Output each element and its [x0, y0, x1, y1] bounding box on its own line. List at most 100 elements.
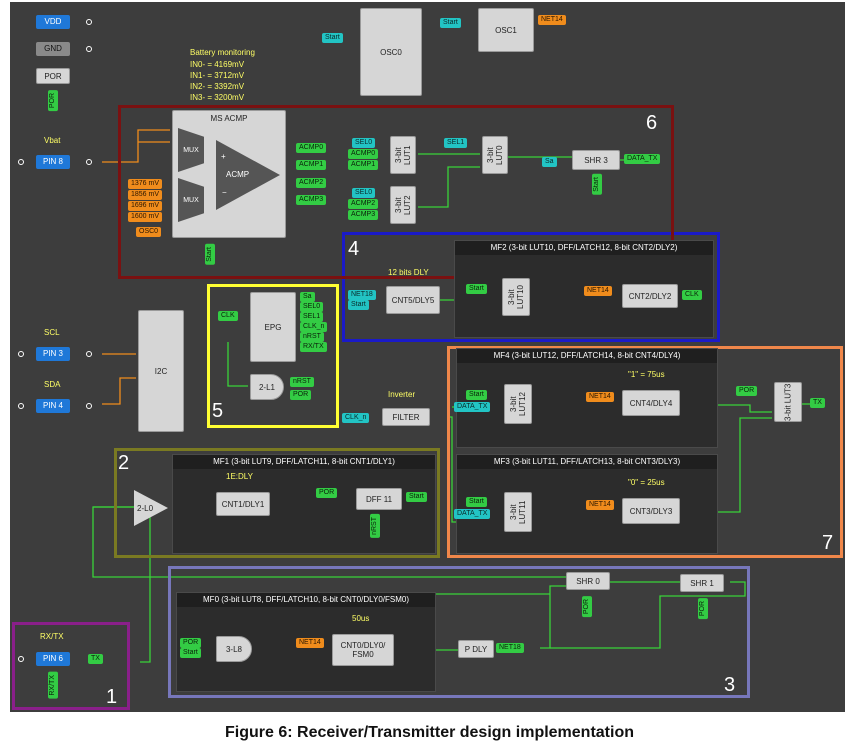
- l1-gate[interactable]: 2-L1: [250, 374, 284, 400]
- lut12-block[interactable]: 3-bit LUT12: [504, 384, 532, 424]
- pin6-rxtx: RX/TX: [48, 672, 58, 699]
- pin6-dot-left: [18, 656, 24, 662]
- wire-net18-shr: [540, 585, 566, 649]
- lut10-block[interactable]: 3-bit LUT10: [502, 278, 530, 316]
- battery-title: Battery monitoring: [190, 48, 255, 57]
- ref-1600: 1600 mV: [128, 212, 163, 222]
- lut1-block[interactable]: 3-bit LUT1: [390, 136, 416, 174]
- frame-6-number: 6: [646, 112, 658, 134]
- osc1-net14-tag: NET14: [538, 15, 566, 25]
- pin4-dot-right: [86, 403, 92, 409]
- lut3-por: POR: [736, 386, 758, 396]
- acmp-mux2-label: MUX: [183, 196, 199, 204]
- dff11-block[interactable]: DFF 11: [356, 488, 402, 510]
- shr0-por: POR: [582, 596, 592, 618]
- filter-block[interactable]: FILTER: [382, 408, 430, 426]
- figure-caption: Figure 6: Receiver/Transmitter design im…: [225, 724, 634, 741]
- frame-4-number: 4: [348, 238, 360, 260]
- ms-acmp-title: MS ACMP: [210, 114, 248, 123]
- mf0-start: Start: [180, 648, 201, 658]
- shr1-block[interactable]: SHR 1: [680, 574, 724, 592]
- pdly-block[interactable]: P DLY: [458, 640, 494, 658]
- mf1-nrst: nRST: [370, 514, 380, 538]
- lut3-block[interactable]: 3-bit LUT3: [774, 382, 802, 422]
- vdd-dot: [86, 19, 92, 25]
- osc0-block[interactable]: OSC0: [360, 8, 422, 96]
- design-canvas: 1 2 3 3 4 5 6 7 VDD GND POR POR Battery …: [10, 2, 845, 712]
- acmp-osc0-tag: OSC0: [136, 227, 162, 237]
- pin8-dot-left: [18, 159, 24, 165]
- pin3-dot-right: [86, 351, 92, 357]
- rxtx-title: RX/TX: [40, 632, 64, 641]
- mf4-title: MF4 (3-bit LUT12, DFF/LATCH14, 8-bit CNT…: [457, 349, 717, 363]
- cnt0-block[interactable]: CNT0/DLY0/ FSM0: [332, 634, 394, 666]
- osc0-start-tag: Start: [322, 33, 343, 43]
- acmp-mux1-label: MUX: [183, 146, 199, 154]
- l1-por: POR: [290, 390, 312, 400]
- wire-pin4-i2c: [102, 377, 136, 405]
- mf4-note: "1" = 75us: [628, 370, 665, 379]
- vbat-title: Vbat: [44, 136, 61, 145]
- pin8[interactable]: PIN 8: [36, 155, 70, 169]
- acmp-out2: ACMP2: [296, 178, 327, 188]
- cnt1-block[interactable]: CNT1/DLY1: [216, 492, 270, 516]
- lut2-block[interactable]: 3-bit LUT2: [390, 186, 416, 224]
- epg-rxtx: RX/TX: [300, 342, 327, 352]
- mf2-clk: CLK: [682, 290, 702, 300]
- ref-1696: 1696 mV: [128, 201, 163, 211]
- frame-5: [207, 284, 339, 428]
- shr0-block[interactable]: SHR 0: [566, 572, 610, 590]
- vdd-pin[interactable]: VDD: [36, 15, 70, 29]
- pin6[interactable]: PIN 6: [36, 652, 70, 666]
- epg-block[interactable]: EPG: [250, 292, 296, 362]
- frame-5-number: 5: [212, 400, 224, 422]
- shr3-start: Start: [592, 174, 602, 195]
- frame-3-number: 3: [724, 674, 736, 696]
- mf0-net18: NET18: [496, 643, 524, 653]
- wire-cnt4-lut3: [704, 404, 772, 413]
- i2c-block[interactable]: I2C: [138, 310, 184, 432]
- l1-nrst: nRST: [290, 377, 314, 387]
- acmp-plus: +: [221, 152, 226, 161]
- acmp-out3: ACMP3: [296, 195, 327, 205]
- cnt3-block[interactable]: CNT3/DLY3: [622, 498, 680, 524]
- pin3[interactable]: PIN 3: [36, 347, 70, 361]
- pin3-dot-left: [18, 351, 24, 357]
- cnt4-block[interactable]: CNT4/DLY4: [622, 390, 680, 416]
- lut11-block[interactable]: 3-bit LUT11: [504, 492, 532, 532]
- l8-gate[interactable]: 3-L8: [216, 636, 252, 662]
- lut2-sel0: SEL0: [352, 188, 376, 198]
- frame-3: [168, 566, 750, 698]
- filter-clkn: CLK_n: [342, 413, 370, 423]
- gnd-pin[interactable]: GND: [36, 42, 70, 56]
- cnt5-block[interactable]: CNT5/DLY5: [386, 286, 440, 314]
- mf2-title: MF2 (3-bit LUT10, DFF/LATCH12, 8-bit CNT…: [455, 241, 713, 255]
- pin4[interactable]: PIN 4: [36, 399, 70, 413]
- battery-in3: IN3- = 3200mV: [190, 93, 245, 102]
- cnt5-title: 12 bits DLY: [388, 268, 429, 277]
- epg-clkn: CLK_n: [300, 322, 328, 332]
- epg-clk-in: CLK: [218, 311, 238, 321]
- shr3-block[interactable]: SHR 3: [572, 150, 620, 170]
- mf3-title: MF3 (3-bit LUT11, DFF/LATCH13, 8-bit CNT…: [457, 455, 717, 469]
- acmp-label: ACMP: [226, 170, 250, 179]
- mf3-note: "0" = 25us: [628, 478, 665, 487]
- mf3-data-tx: DATA_TX: [454, 509, 491, 519]
- cnt5-start: Start: [348, 300, 369, 310]
- battery-in0: IN0- = 4169mV: [190, 60, 245, 69]
- frame-7-number: 7: [822, 532, 834, 554]
- ref-1376: 1376 mV: [128, 179, 163, 189]
- pin6-tx: TX: [88, 654, 103, 664]
- wire-lut2-lut0: [418, 166, 480, 208]
- pin8-dot-right: [86, 159, 92, 165]
- lut1-acmp0: ACMP0: [348, 149, 379, 159]
- osc1-block[interactable]: OSC1: [478, 8, 534, 52]
- cnt2-block[interactable]: CNT2/DLY2: [622, 284, 678, 308]
- por-block[interactable]: POR: [36, 68, 70, 84]
- epg-nrst: nRST: [300, 332, 324, 342]
- por-out-tag: POR: [48, 90, 58, 112]
- epg-sel1: SEL1: [300, 312, 324, 322]
- lut0-sel1: SEL1: [444, 138, 468, 148]
- lut0-block[interactable]: 3-bit LUT0: [482, 136, 508, 174]
- mf4-start: Start: [466, 390, 487, 400]
